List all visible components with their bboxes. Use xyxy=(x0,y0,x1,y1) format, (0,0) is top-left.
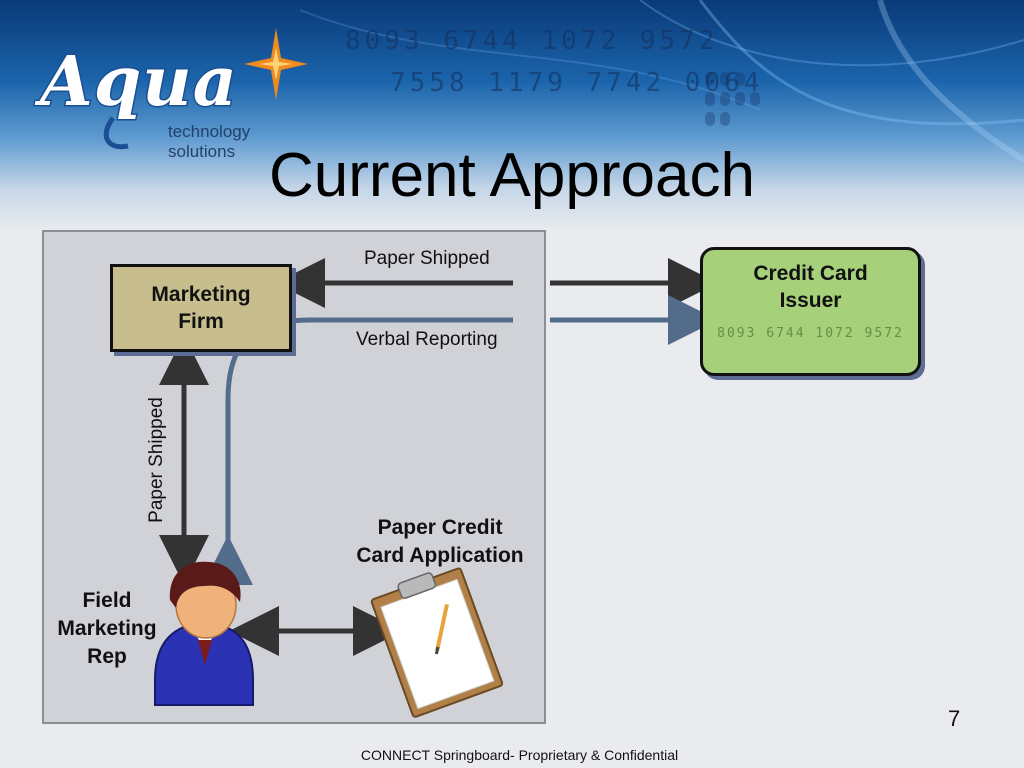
rep-line3: Rep xyxy=(87,645,127,668)
paper-application-line1: Paper Credit xyxy=(377,516,503,539)
field-marketing-rep-label: Field Marketing Rep xyxy=(46,587,168,671)
banner-card-number-1: 8093 6744 1072 9572 xyxy=(345,26,719,56)
paper-application-label: Paper Credit Card Application xyxy=(338,514,542,570)
page-title: Current Approach xyxy=(269,141,755,210)
label-paper-shipped-top: Paper Shipped xyxy=(364,248,490,269)
issuer-line2: Issuer xyxy=(779,289,842,312)
marketing-firm-line1: Marketing xyxy=(151,283,251,306)
header-banner: 8093 6744 1072 9572 7558 1179 7742 0064 xyxy=(0,0,1024,230)
banner-decoration xyxy=(299,0,1024,163)
company-logo: Aqua technology solutions xyxy=(18,18,318,161)
logo-wordmark: Aqua xyxy=(39,41,239,124)
credit-card-issuer-box: Credit Card Issuer 8093 6744 1072 9572 xyxy=(700,247,921,376)
banner-card-number-2: 7558 1179 7742 0064 xyxy=(390,68,764,98)
logo-star-icon xyxy=(103,28,308,150)
label-verbal-reporting: Verbal Reporting xyxy=(356,329,498,350)
marketing-firm-box: Marketing Firm xyxy=(110,264,292,352)
logo-subtitle: technology solutions xyxy=(168,122,251,161)
footer-confidentiality: CONNECT Springboard- Proprietary & Confi… xyxy=(360,747,679,763)
rep-line1: Field xyxy=(82,589,132,612)
issuer-line1: Credit Card xyxy=(753,262,868,285)
rep-line2: Marketing xyxy=(57,617,157,640)
issuer-card-number: 8093 6744 1072 9572 xyxy=(717,326,904,341)
page-number: 7 xyxy=(948,706,961,731)
paper-application-line2: Card Application xyxy=(356,544,524,567)
marketing-firm-line2: Firm xyxy=(178,310,224,333)
